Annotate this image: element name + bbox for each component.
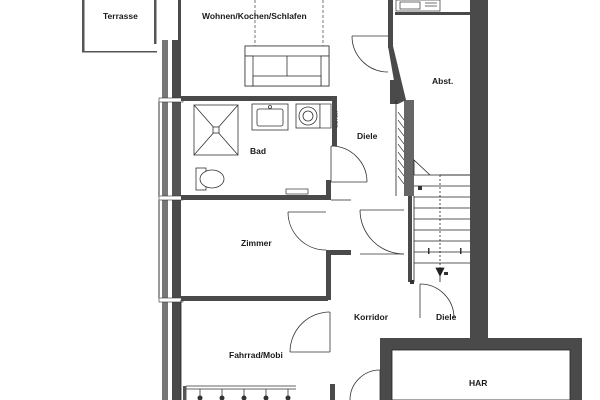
partition-lines [180,100,415,400]
shower [193,104,239,156]
dashed-furniture [254,0,324,46]
wm-label: WM / DLT [334,110,339,128]
doors [287,35,455,400]
washing-machine [295,103,321,129]
room-label-abst: Abst. [432,76,453,86]
abst-wall-angle [388,46,406,104]
stair [413,159,470,282]
room-label-zimmer: Zimmer [241,238,272,248]
har-inner-outline [391,349,571,400]
walls [82,0,582,400]
floor-drain [285,188,309,195]
sofa [244,45,330,87]
room-label-har: HAR [469,378,487,388]
bike-wheels [197,395,291,400]
room-label-korridor: Korridor [354,312,389,322]
room-label-wohnen: Wohnen/Kochen/Schlafen [202,11,307,21]
bike-rack-post [183,386,186,400]
dryer [319,103,332,129]
room-label-fahrrad: Fahrrad/Mobi [229,350,283,360]
room-label-diele-lower: Diele [436,312,457,322]
abst-shelf [397,111,405,185]
room-label-diele-upper: Diele [357,131,378,141]
room-label-bad: Bad [250,146,266,156]
washbasin [251,103,289,131]
stair-marks [410,186,462,284]
kitchen-sink [395,0,441,12]
bike-rack [185,385,296,400]
toilet [195,167,225,191]
room-label-terrasse: Terrasse [103,11,138,21]
